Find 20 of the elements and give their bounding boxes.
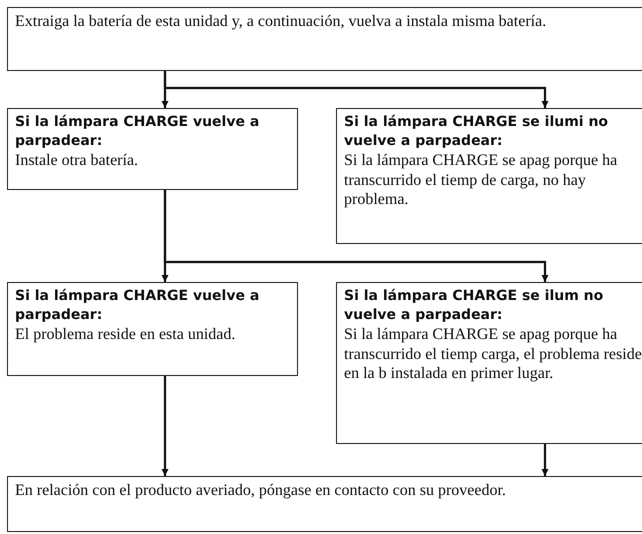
process-box <box>7 282 298 376</box>
condition-heading: Si la lámpara CHARGE se ilumi no vuelve a parpadear: <box>344 113 610 151</box>
instruction-text: Instale otra batería. <box>15 151 140 170</box>
instruction-text: En relación con el producto averiado, póngase en contacto con su proveedor. <box>15 481 507 500</box>
process-box <box>7 476 642 532</box>
instruction-text: Si la lámpara CHARGE se apag porque ha transcurrido el tiemp de carga, no hay problema. <box>344 151 618 210</box>
instruction-text: Si la lámpara CHARGE se apag porque ha transcurrido el tiemp carga, el problema reside en la b instalada en primer lugar. <box>344 325 642 384</box>
arrow <box>162 376 168 476</box>
condition-heading: Si la lámpara CHARGE vuelve a parpadear: <box>15 113 260 151</box>
instruction-text: Extraiga la batería de esta unidad y, a continuación, vuelva a instala misma batería. <box>15 12 548 32</box>
process-box <box>336 282 642 444</box>
process-box <box>336 108 642 244</box>
process-box <box>7 108 298 190</box>
process-box <box>7 7 642 71</box>
condition-heading: Si la lámpara CHARGE se ilum no vuelve a parpadear: <box>344 287 604 325</box>
condition-heading: Si la lámpara CHARGE vuelve a parpadear: <box>15 287 260 325</box>
arrow <box>164 71 548 108</box>
instruction-text: El problema reside en esta unidad. <box>15 325 236 344</box>
arrow <box>542 444 548 476</box>
arrow <box>164 190 548 282</box>
